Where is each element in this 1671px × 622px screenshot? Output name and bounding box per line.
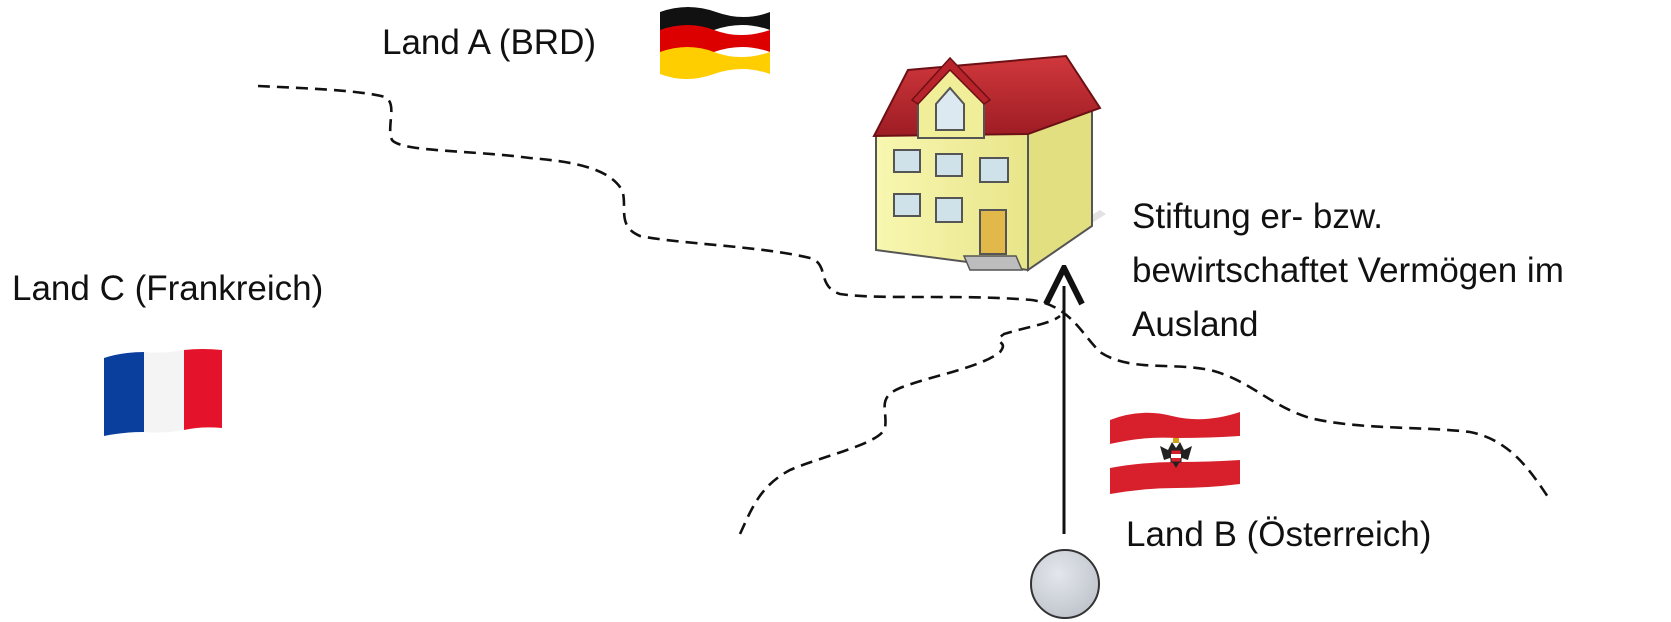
foundation-label-line1: Stiftung er- bzw. — [1132, 197, 1383, 236]
border-line-b — [738, 314, 1061, 535]
land-b-label: Land B (Österreich) — [1126, 515, 1432, 554]
foundation-label: Stiftung er- bzw. bewirtschaftet Vermöge… — [1132, 190, 1564, 352]
austria-flag-icon — [1110, 412, 1240, 494]
house-icon — [872, 54, 1106, 272]
foundation-label-line3: Ausland — [1132, 305, 1259, 344]
land-c-label: Land C (Frankreich) — [12, 269, 324, 308]
person-icon — [1030, 549, 1100, 619]
germany-flag-icon — [660, 7, 770, 79]
france-flag-icon — [104, 349, 222, 436]
foundation-label-line2: bewirtschaftet Vermögen im — [1132, 251, 1564, 290]
land-a-label: Land A (BRD) — [382, 23, 596, 62]
border-line-a — [257, 84, 1552, 501]
